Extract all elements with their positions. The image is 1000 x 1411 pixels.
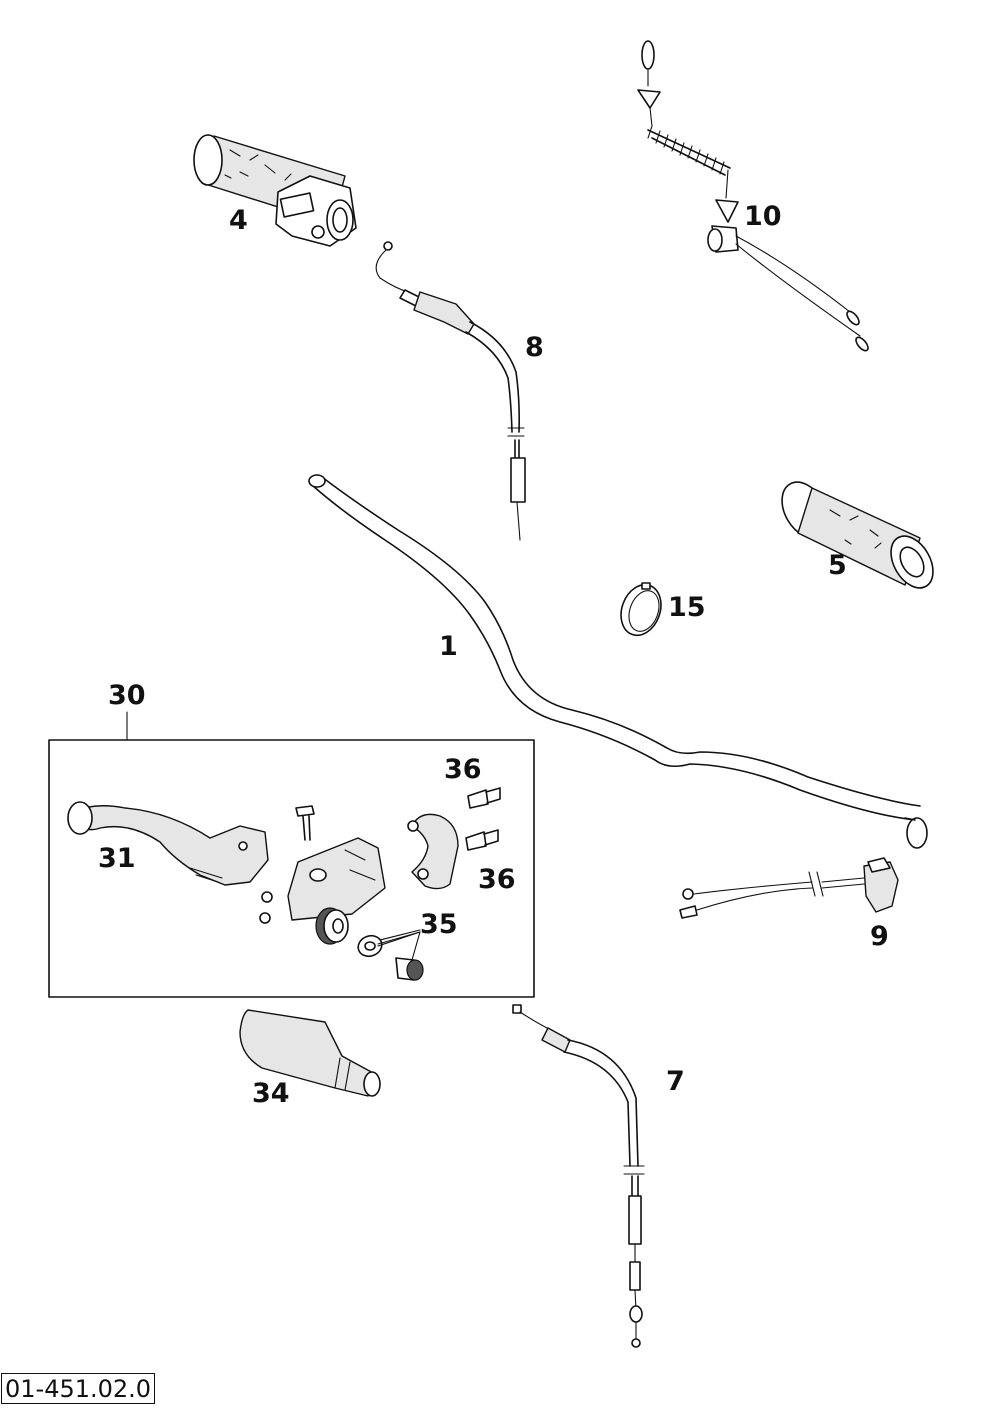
callout-36-top: 36 — [444, 754, 482, 785]
callout-34: 34 — [252, 1078, 290, 1109]
callout-9: 9 — [870, 921, 889, 952]
callout-1: 1 — [439, 631, 458, 662]
throttle-cable — [375, 241, 526, 541]
callout-7: 7 — [666, 1066, 685, 1097]
handlebar — [308, 474, 928, 849]
document-number: 01-451.02.0 — [1, 1373, 156, 1405]
left-grip — [781, 481, 934, 589]
throttle-grip — [193, 134, 357, 247]
switch-wiring — [679, 857, 899, 919]
callout-5: 5 — [828, 550, 847, 581]
callout-36-bottom: 36 — [478, 864, 516, 895]
leader-35 — [377, 931, 421, 961]
callout-10: 10 — [744, 201, 782, 232]
callout-30: 30 — [108, 680, 146, 711]
lever-boot — [239, 1009, 381, 1097]
callout-4: 4 — [229, 205, 248, 236]
callout-8: 8 — [525, 332, 544, 363]
callout-35: 35 — [420, 909, 458, 940]
clutch-cable — [512, 1004, 645, 1348]
clutch-assembly-box — [48, 711, 535, 998]
clamp-band — [620, 582, 662, 637]
callout-15: 15 — [668, 592, 706, 623]
callout-31: 31 — [98, 843, 136, 874]
kill-switch-lanyard — [637, 40, 869, 352]
